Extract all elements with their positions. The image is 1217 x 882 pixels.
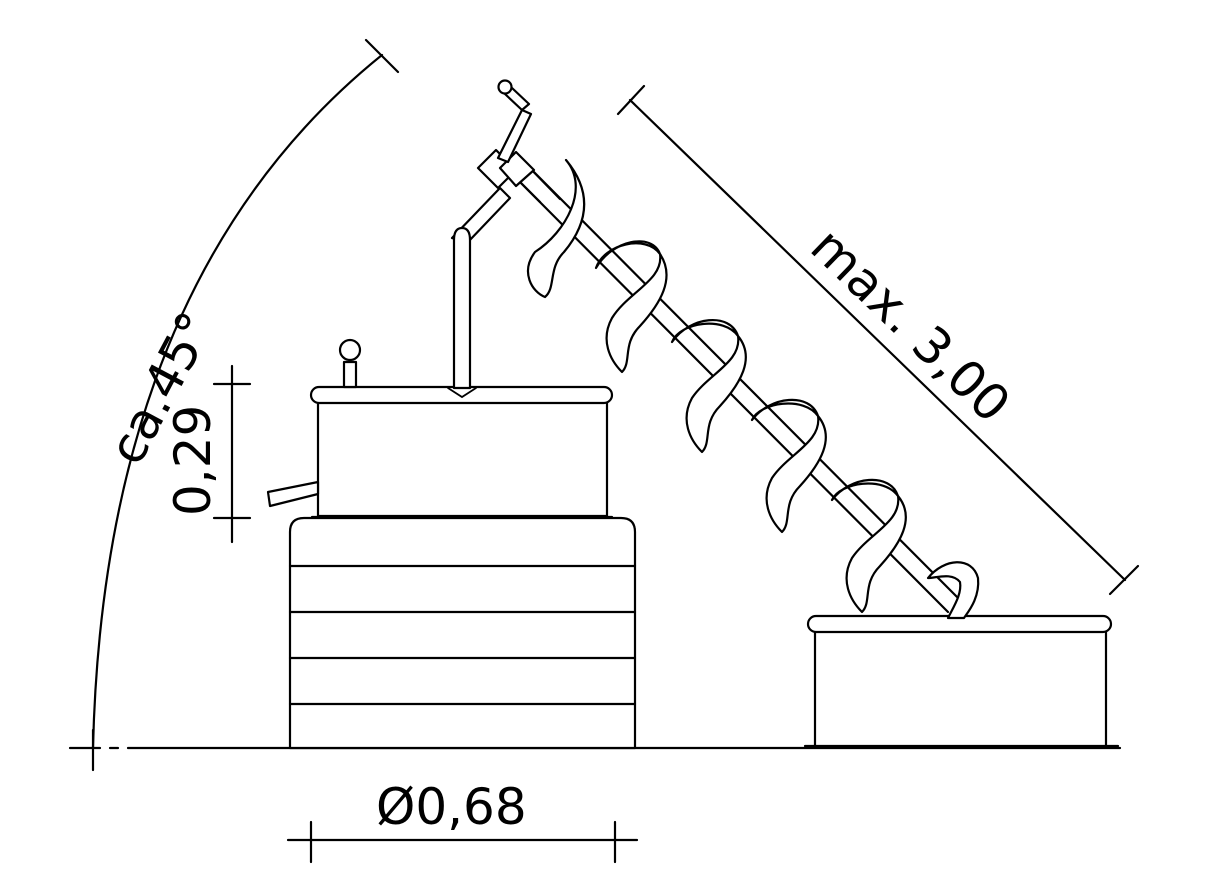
upper-tub: [266, 385, 614, 519]
screw-assembly: [447, 79, 980, 620]
height-label: 0,29: [164, 405, 222, 516]
diameter-dimension: [286, 820, 639, 864]
length-label: max. 3,00: [800, 217, 1022, 434]
height-dimension: [212, 364, 252, 544]
length-dimension: [616, 84, 1140, 596]
stacked-base: [288, 516, 637, 750]
crank-handle: [496, 79, 533, 164]
lower-tub: [803, 614, 1120, 748]
helix-flight-5: [830, 478, 907, 614]
helix-flight-1: [527, 158, 586, 299]
helix-flight-2: [594, 240, 668, 374]
support-pole: [447, 186, 512, 399]
diameter-label: Ø0,68: [376, 778, 527, 836]
knob: [338, 338, 362, 389]
helix-flight-4: [750, 398, 827, 534]
helix-flight-3: [670, 319, 747, 454]
angle-dimension-arc: [91, 38, 400, 750]
helix-flight-6: [926, 561, 980, 620]
